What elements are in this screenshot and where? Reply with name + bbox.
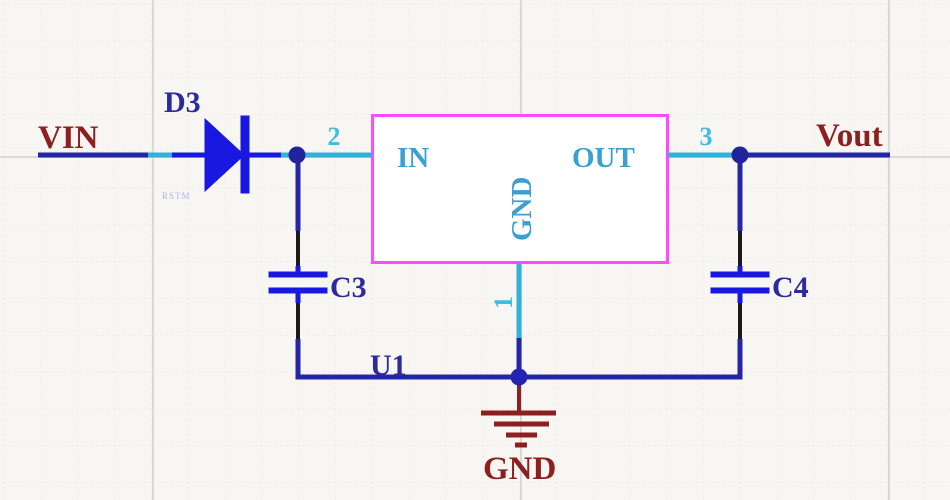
capacitor-c4-symbol[interactable] xyxy=(710,266,770,303)
pin-number-1[interactable]: 1 xyxy=(489,296,518,309)
refdes-c3[interactable]: C3 xyxy=(330,271,367,304)
junction-dot-in[interactable] xyxy=(288,146,306,164)
net-label-gnd[interactable]: GND xyxy=(483,451,556,487)
c3-plate-top[interactable] xyxy=(268,271,328,278)
ic-pin-name-gnd[interactable]: GND xyxy=(506,177,538,241)
refdes-u1[interactable]: U1 xyxy=(370,349,407,382)
pin-number-3[interactable]: 3 xyxy=(700,122,713,151)
capacitor-c3-symbol[interactable] xyxy=(268,266,328,303)
ic-pin-name-in[interactable]: IN xyxy=(397,142,429,174)
junction-dot-out[interactable] xyxy=(731,146,749,164)
c4-plate-top[interactable] xyxy=(710,271,770,278)
net-label-vin[interactable]: VIN xyxy=(38,120,99,156)
refdes-d3[interactable]: D3 xyxy=(164,86,201,119)
junction-dot-gnd[interactable] xyxy=(510,368,528,386)
ic-pin-name-out[interactable]: OUT xyxy=(572,142,635,174)
diode-triangle[interactable] xyxy=(204,117,245,193)
ic-body[interactable] xyxy=(371,114,669,264)
diode-cathode-bar[interactable] xyxy=(240,115,250,194)
refdes-c4[interactable]: C4 xyxy=(772,271,809,304)
diode-part-note[interactable]: RSTM xyxy=(162,191,191,201)
net-label-vout[interactable]: Vout xyxy=(816,118,883,154)
diode-d3-symbol[interactable] xyxy=(148,115,282,194)
pin-number-2[interactable]: 2 xyxy=(328,122,341,151)
